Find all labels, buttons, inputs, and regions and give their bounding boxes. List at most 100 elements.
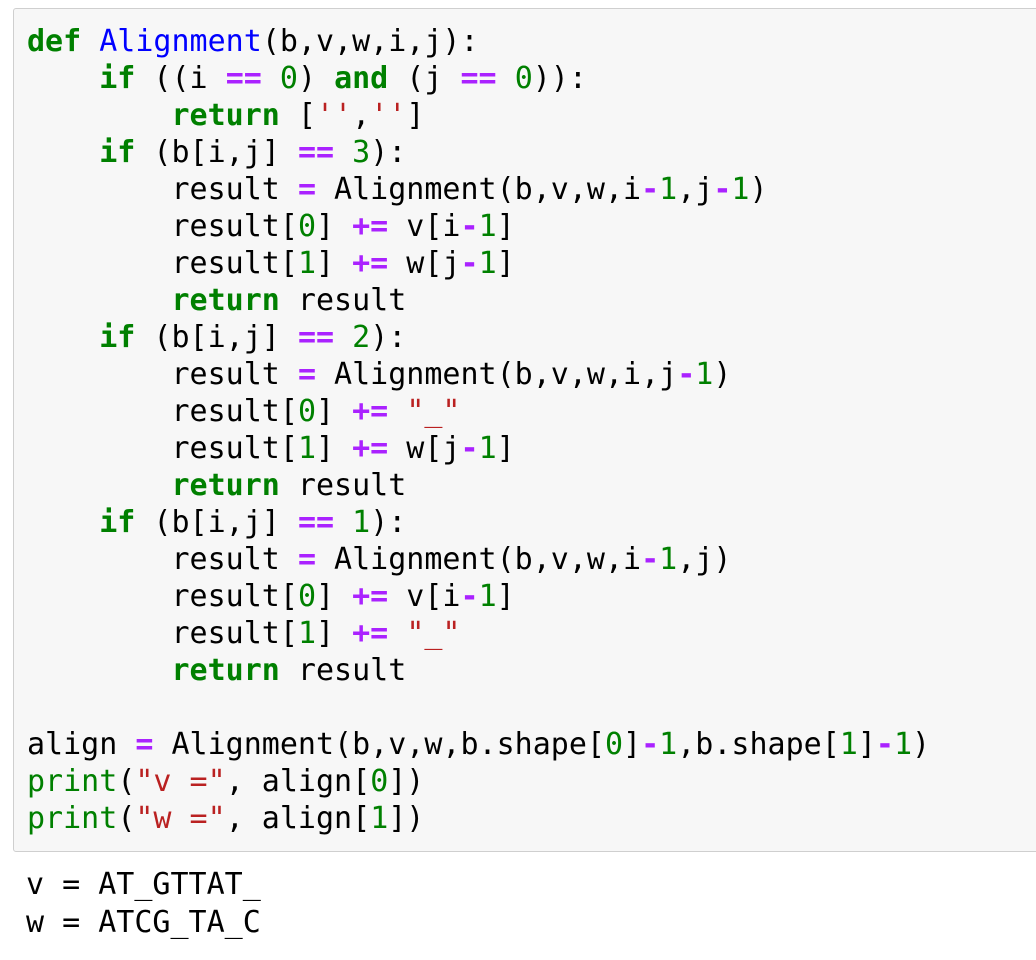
code-token: 1 bbox=[478, 431, 497, 466]
code-token: result[ bbox=[27, 394, 298, 429]
output-line: w = ATCG_TA_C bbox=[26, 905, 261, 940]
code-token: ] bbox=[496, 209, 515, 244]
code-token: ] bbox=[496, 246, 515, 281]
code-token bbox=[27, 98, 172, 133]
code-token: v[i bbox=[388, 579, 461, 614]
cell-output: v = AT_GTTAT_w = ATCG_TA_C bbox=[26, 866, 261, 942]
code-token: - bbox=[460, 209, 479, 244]
code-token: 1 bbox=[659, 172, 678, 207]
code-token: if bbox=[99, 135, 136, 170]
code-token bbox=[334, 135, 352, 170]
code-token: ] bbox=[857, 727, 876, 762]
code-token: ] bbox=[316, 579, 353, 614]
code-token bbox=[27, 61, 99, 96]
code-token: == bbox=[297, 320, 335, 355]
code-token bbox=[262, 61, 280, 96]
code-token: ] bbox=[316, 431, 353, 466]
code-token: += bbox=[352, 579, 389, 614]
code-token: result bbox=[27, 542, 298, 577]
code-token: ] bbox=[623, 727, 642, 762]
code-line: def Alignment(b,v,w,i,j): bbox=[27, 23, 930, 60]
code-token: (b[i,j] bbox=[135, 320, 298, 355]
code-token: Alignment(b,v,w,i bbox=[316, 542, 642, 577]
code-token bbox=[334, 505, 352, 540]
code-input-cell[interactable]: def Alignment(b,v,w,i,j): if ((i == 0) a… bbox=[13, 8, 1036, 852]
code-line: return ['',''] bbox=[27, 97, 930, 134]
code-token bbox=[27, 468, 172, 503]
code-token: - bbox=[641, 172, 660, 207]
code-token: 1 bbox=[478, 246, 497, 281]
code-token: += bbox=[352, 394, 389, 429]
code-token: = bbox=[297, 357, 316, 392]
code-token: 1 bbox=[370, 801, 389, 836]
code-token: 1 bbox=[352, 505, 371, 540]
code-token: align bbox=[27, 727, 136, 762]
code-token: 0 bbox=[514, 61, 533, 96]
code-line: result = Alignment(b,v,w,i,j-1) bbox=[27, 356, 930, 393]
code-token: 1 bbox=[695, 357, 714, 392]
code-line: result[1] += "_" bbox=[27, 615, 930, 652]
code-token: ((i bbox=[135, 61, 226, 96]
code-token: result[ bbox=[27, 579, 298, 614]
code-token: = bbox=[297, 172, 316, 207]
code-line: result[1] += w[j-1] bbox=[27, 430, 930, 467]
code-line: result[0] += v[i-1] bbox=[27, 578, 930, 615]
code-token: += bbox=[352, 616, 389, 651]
code-token bbox=[334, 320, 352, 355]
code-token: += bbox=[352, 431, 389, 466]
code-token: return bbox=[171, 468, 280, 503]
code-token: 1 bbox=[297, 616, 316, 651]
code-token: if bbox=[99, 61, 136, 96]
code-token: , align[ bbox=[225, 764, 371, 799]
code-line: result = Alignment(b,v,w,i-1,j) bbox=[27, 541, 930, 578]
code-line: return result bbox=[27, 282, 930, 319]
code-line: return result bbox=[27, 467, 930, 504]
code-token: result bbox=[279, 283, 407, 318]
code-token bbox=[81, 24, 99, 59]
code-token: == bbox=[297, 135, 335, 170]
code-token: ): bbox=[370, 505, 407, 540]
code-token: - bbox=[460, 431, 479, 466]
code-token: Alignment(b,v,w,i bbox=[316, 172, 642, 207]
code-token: result bbox=[279, 468, 407, 503]
code-line: if (b[i,j] == 1): bbox=[27, 504, 930, 541]
code-token: return bbox=[171, 653, 280, 688]
code-token bbox=[27, 505, 99, 540]
code-line: result[1] += w[j-1] bbox=[27, 245, 930, 282]
code-token: = bbox=[135, 727, 154, 762]
code-token: ] bbox=[406, 98, 425, 133]
code-token: (b[i,j] bbox=[135, 135, 298, 170]
code-editor[interactable]: def Alignment(b,v,w,i,j): if ((i == 0) a… bbox=[27, 23, 930, 837]
code-line: result[0] += v[i-1] bbox=[27, 208, 930, 245]
code-token: result bbox=[27, 357, 298, 392]
code-token: - bbox=[641, 542, 660, 577]
code-token bbox=[27, 653, 172, 688]
code-token: += bbox=[352, 246, 389, 281]
code-token: if bbox=[99, 320, 136, 355]
code-token: return bbox=[171, 283, 280, 318]
code-token: - bbox=[677, 357, 696, 392]
code-token: 0 bbox=[297, 394, 316, 429]
code-line: align = Alignment(b,v,w,b.shape[0]-1,b.s… bbox=[27, 726, 930, 763]
code-line: result = Alignment(b,v,w,i-1,j-1) bbox=[27, 171, 930, 208]
code-token: result bbox=[27, 172, 298, 207]
code-token: 1 bbox=[731, 172, 750, 207]
code-token bbox=[27, 320, 99, 355]
code-token: '' bbox=[370, 98, 407, 133]
code-line: if (b[i,j] == 2): bbox=[27, 319, 930, 356]
code-token: result[ bbox=[27, 431, 298, 466]
code-token: Alignment bbox=[99, 24, 262, 59]
code-token: == bbox=[297, 505, 335, 540]
code-token bbox=[388, 616, 406, 651]
code-token: ,b.shape[ bbox=[677, 727, 840, 762]
code-token: ] bbox=[316, 394, 353, 429]
code-token: ,j) bbox=[677, 542, 732, 577]
code-token: w[j bbox=[388, 246, 461, 281]
code-token bbox=[497, 61, 515, 96]
code-token: ] bbox=[316, 616, 353, 651]
code-token: def bbox=[27, 24, 82, 59]
code-token: "w =" bbox=[135, 801, 226, 836]
code-token: (j bbox=[388, 61, 461, 96]
code-token: ( bbox=[117, 764, 136, 799]
code-token: ] bbox=[496, 579, 515, 614]
